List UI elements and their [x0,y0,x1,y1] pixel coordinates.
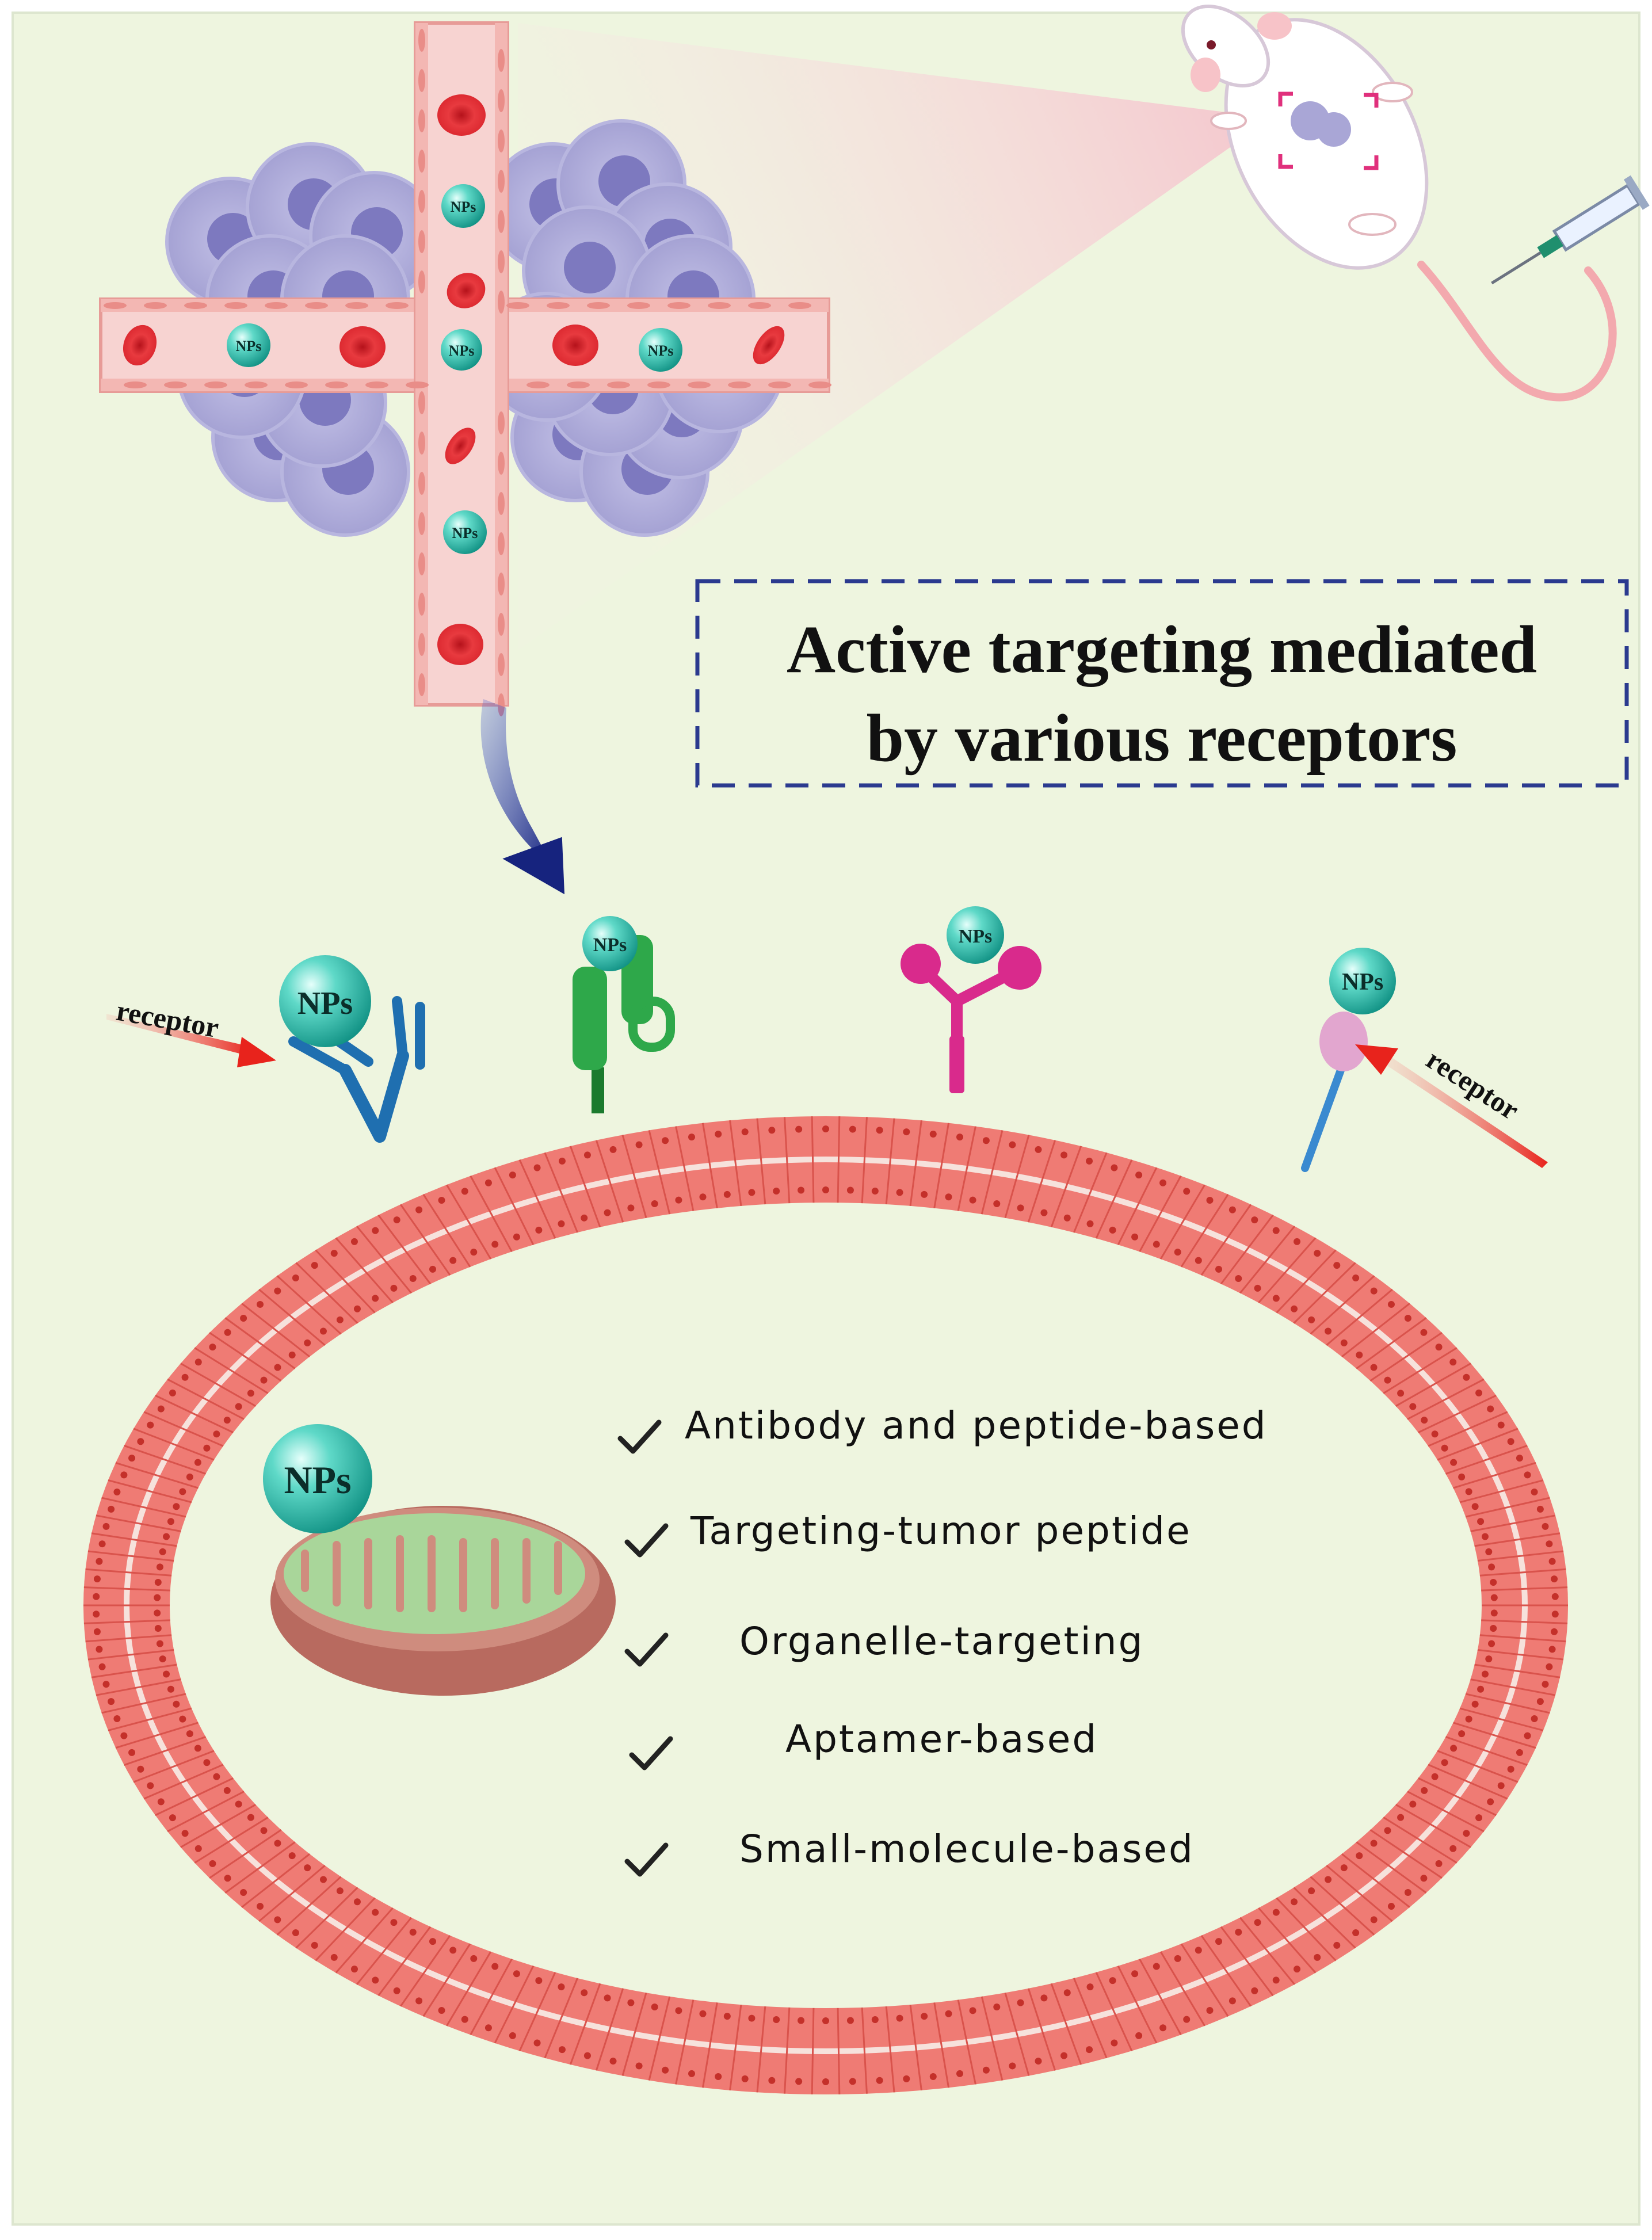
checkmark-icon [617,1419,662,1454]
np-label: NPs [297,986,353,1021]
np-particle: NPs [227,323,270,367]
blue-arrow [480,699,565,895]
np-label: NPs [1342,969,1383,995]
red-blood-cells [123,94,785,665]
np-particle: NPs [263,1424,372,1533]
checkmark-icon [629,1736,673,1770]
checklist-item-text: Small-molecule-based [739,1827,1195,1871]
np-particle: NPs [1329,948,1396,1014]
np-label: NPs [959,926,993,947]
green-receptor-icon [573,935,675,1113]
checklist-item: Targeting-tumor peptide [624,1509,1192,1558]
checklist-item: Antibody and peptide-based [617,1403,1268,1454]
checkmark-icon [624,1842,669,1877]
np-particle: NPs [947,906,1004,964]
np-particle: NPs [441,184,485,228]
checkmark-icon [624,1632,669,1667]
checklist-item: Small-molecule-based [624,1827,1195,1877]
antibody-icon [288,996,425,1143]
mouse-icon [1181,5,1617,402]
vessel-wall-cells [104,29,831,716]
checklist: Antibody and peptide-based Targeting-tum… [617,1403,1268,1877]
small-molecule-receptor-icon [1301,1012,1368,1172]
np-label: NPs [452,525,478,541]
checklist-item-text: Antibody and peptide-based [685,1403,1268,1448]
magenta-receptor-icon [901,944,1041,1093]
checklist-item-text: Targeting-tumor peptide [690,1509,1192,1553]
np-particle: NPs [582,916,638,971]
checklist-item-text: Organelle-targeting [739,1619,1144,1663]
cell-membrane [83,1116,1568,2094]
np-particle: NPs [441,329,482,371]
checklist-item: Organelle-targeting [624,1619,1144,1667]
heading-box: Active targeting mediated by various rec… [695,579,1629,788]
np-label: NPs [236,338,262,354]
np-label: NPs [284,1458,351,1502]
mitochondrion-icon [270,1506,616,1696]
heading-line2: by various receptors [867,700,1458,776]
checklist-item: Aptamer-based [629,1717,1098,1770]
checklist-item-text: Aptamer-based [785,1717,1098,1761]
checkmark-icon [624,1523,669,1558]
syringe-icon [1491,175,1650,285]
imaging-beam [518,23,1272,650]
np-particle: NPs [279,955,371,1047]
np-label: NPs [449,342,475,359]
np-label: NPs [593,934,627,956]
np-particle: NPs [443,510,487,554]
np-label: NPs [451,199,476,215]
np-label: NPs [648,342,674,359]
heading-line1: Active targeting mediated [787,612,1537,687]
np-particle: NPs [639,328,682,372]
